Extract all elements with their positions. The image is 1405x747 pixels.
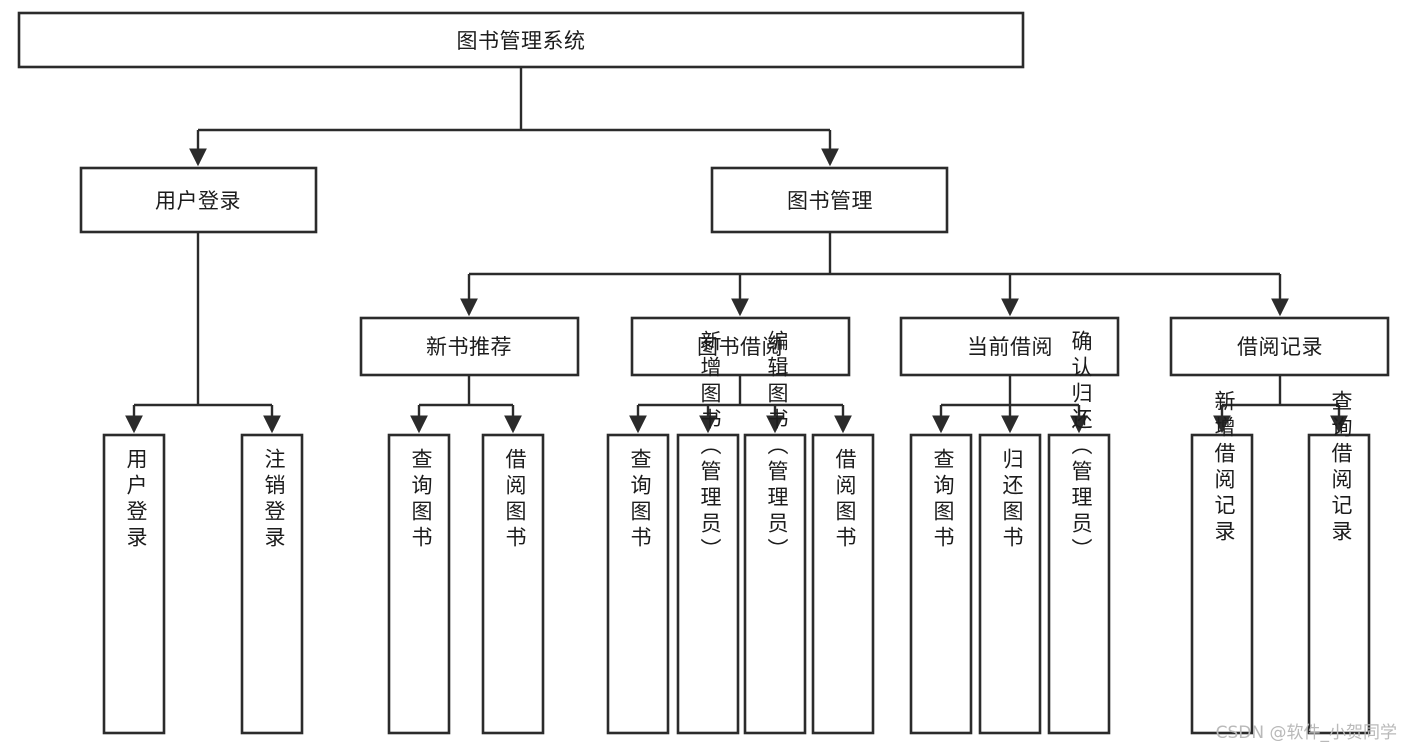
node-borrow-record-box[interactable] (1169, 316, 1390, 377)
leaf-borrow-query-book-box[interactable] (606, 433, 670, 735)
leaf-borrow-add-book-label: 新增图书（管理员） (698, 330, 722, 564)
node-borrow-record-label: 借阅记录 (1237, 335, 1323, 359)
edge-root-bus (198, 67, 830, 132)
node-book-manage-box[interactable] (710, 166, 949, 234)
leaf-borrow-borrow-book-label: 借阅图书 (833, 448, 857, 552)
node-current-borrow[interactable]: 当前借阅 (899, 316, 1120, 377)
leaf-user-login-login-label: 用户登录 (124, 448, 148, 552)
leaf-current-query-book[interactable]: 查询图书 (909, 433, 973, 735)
node-book-borrow[interactable]: 图书借阅 (630, 316, 851, 377)
edge-borrow-bus (638, 375, 843, 407)
node-book-manage-label: 图书管理 (787, 189, 873, 213)
node-user-login-label: 用户登录 (155, 189, 241, 213)
leaf-borrow-borrow-book-box[interactable] (811, 433, 875, 735)
node-new-book-recommend-label: 新书推荐 (426, 335, 512, 359)
node-book-borrow-box[interactable] (630, 316, 851, 377)
leaf-borrow-query-book[interactable]: 查询图书 (606, 433, 670, 735)
leaf-record-query-record[interactable]: 查询借阅记录 (1307, 390, 1371, 735)
leaf-recommend-borrow-book[interactable]: 借阅图书 (481, 433, 545, 735)
leaf-user-login-login[interactable]: 用户登录 (102, 433, 166, 735)
leaf-current-confirm-return-box[interactable] (1047, 433, 1111, 735)
leaf-borrow-edit-book-label: 编辑图书（管理员） (765, 330, 789, 564)
node-system-title[interactable]: 图书管理系统 (17, 11, 1025, 69)
leaf-current-query-book-box[interactable] (909, 433, 973, 735)
node-current-borrow-label: 当前借阅 (967, 335, 1053, 359)
leaf-current-return-book-label: 归还图书 (1000, 448, 1024, 552)
node-book-manage[interactable]: 图书管理 (710, 166, 949, 234)
node-new-book-recommend-box[interactable] (359, 316, 580, 377)
edge-record-bus (1222, 375, 1339, 407)
leaf-recommend-query-book-label: 查询图书 (409, 448, 433, 552)
node-user-login[interactable]: 用户登录 (79, 166, 318, 234)
connectors (125, 67, 1348, 434)
node-borrow-record[interactable]: 借阅记录 (1169, 316, 1390, 377)
edge-bookmanage-bus (469, 232, 1280, 276)
leaf-user-login-login-box[interactable] (102, 433, 166, 735)
leaf-record-add-record[interactable]: 新增借阅记录 (1190, 390, 1254, 735)
leaf-user-login-logout-box[interactable] (240, 433, 304, 735)
leaf-user-login-logout[interactable]: 注销登录 (240, 433, 304, 735)
leaf-recommend-query-book[interactable]: 查询图书 (387, 433, 451, 735)
leaf-record-query-record-box[interactable] (1307, 433, 1371, 735)
leaf-current-confirm-return-label: 确认归还（管理员） (1069, 330, 1093, 564)
node-current-borrow-box[interactable] (899, 316, 1120, 377)
node-system-title-box[interactable] (17, 11, 1025, 69)
leaf-borrow-query-book-label: 查询图书 (628, 448, 652, 552)
leaf-recommend-borrow-book-label: 借阅图书 (503, 448, 527, 552)
edge-userlogin-bus (134, 232, 272, 407)
leaf-current-confirm-return[interactable]: 确认归还（管理员） (1047, 330, 1111, 735)
leaf-recommend-borrow-book-box[interactable] (481, 433, 545, 735)
node-book-borrow-label: 图书借阅 (697, 335, 783, 359)
leaf-borrow-add-book[interactable]: 新增图书（管理员） (676, 330, 740, 735)
leaf-record-add-record-box[interactable] (1190, 433, 1254, 735)
leaf-user-login-logout-label: 注销登录 (262, 448, 286, 552)
leaf-borrow-borrow-book[interactable]: 借阅图书 (811, 433, 875, 735)
node-system-title-label: 图书管理系统 (457, 29, 586, 53)
leaf-record-query-record-label: 查询借阅记录 (1329, 390, 1353, 546)
leaf-recommend-query-book-box[interactable] (387, 433, 451, 735)
leaf-current-return-book[interactable]: 归还图书 (978, 433, 1042, 735)
leaf-current-return-book-box[interactable] (978, 433, 1042, 735)
leaf-borrow-add-book-box[interactable] (676, 433, 740, 735)
node-user-login-box[interactable] (79, 166, 318, 234)
node-new-book-recommend[interactable]: 新书推荐 (359, 316, 580, 377)
leaf-record-add-record-label: 新增借阅记录 (1212, 390, 1236, 546)
edge-current-bus (941, 375, 1079, 407)
leaf-borrow-edit-book-box[interactable] (743, 433, 807, 735)
edge-newbook-bus (419, 375, 513, 407)
leaf-current-query-book-label: 查询图书 (931, 448, 955, 552)
leaf-borrow-edit-book[interactable]: 编辑图书（管理员） (743, 330, 807, 735)
